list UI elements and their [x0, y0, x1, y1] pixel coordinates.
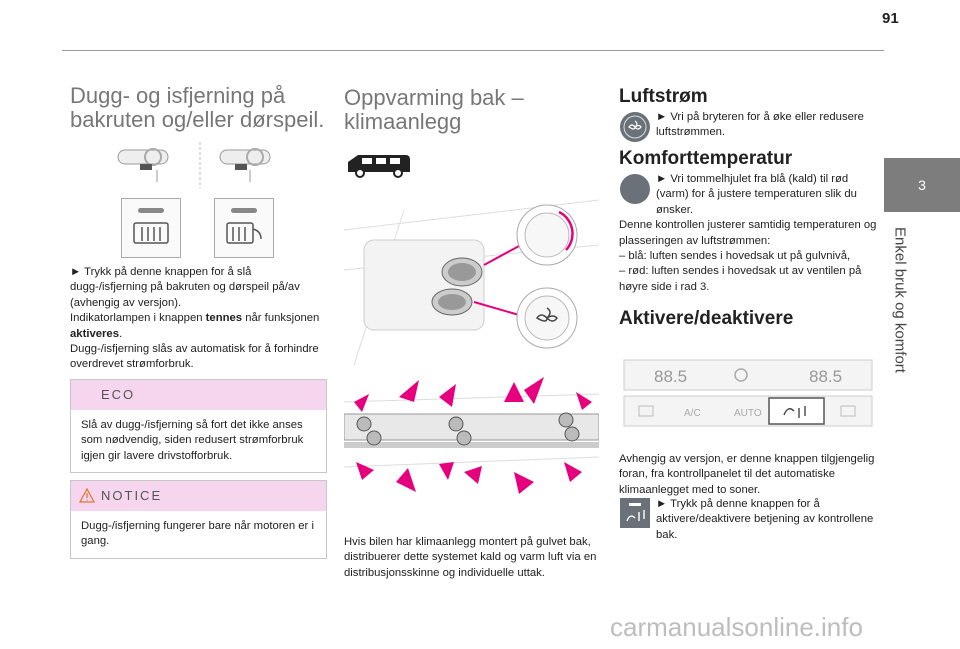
warning-icon	[79, 488, 95, 503]
defrost-indicator-text: Indikatorlampen i knappen tennes når fun…	[70, 312, 320, 340]
activate-text-2: ► Trykk på denne knappen for å aktivere/…	[656, 498, 874, 541]
mirror-defrost-illustration	[117, 142, 271, 188]
defrost-instruction: ► Trykk på denne knappen for å slå dugg-…	[70, 266, 300, 309]
panel-auto-label: AUTO	[734, 408, 762, 419]
notice-box: NOTICE Dugg-/isfjerning fungerer bare nå…	[70, 480, 327, 559]
eco-box-title: ECO	[71, 380, 326, 410]
airflow-title: Luftstrøm	[619, 86, 708, 107]
comfort-instruction: ► Vri tommelhjulet fra blå (kald) til rø…	[656, 173, 857, 216]
temperature-wheel-icon	[620, 174, 650, 204]
section-title-rear-heating: Oppvarming bak – klimaanlegg	[344, 85, 524, 134]
chapter-label: Enkel bruk og komfort	[891, 227, 909, 373]
notice-box-header: NOTICE	[71, 481, 326, 511]
rear-defrost-button-icon	[121, 198, 181, 258]
activate-title: Aktivere/deaktivere	[619, 308, 794, 329]
airflow-knob-icon	[620, 112, 650, 142]
chapter-tab[interactable]: 3	[884, 158, 960, 212]
notice-box-text: Dugg-/isfjerning fungerer bare når motor…	[81, 520, 314, 548]
airflow-text: ► Vri på bryteren for å øke eller reduse…	[656, 111, 864, 139]
notice-box-title: NOTICE	[101, 488, 163, 503]
defrost-auto-off-text: Dugg-/isfjerning slås av automatisk for …	[70, 343, 319, 371]
defrost-body-text: ► Trykk på denne knappen for å slå dugg-…	[70, 265, 320, 373]
activate-text-1: Avhengig av versjon, er denne knappen ti…	[619, 453, 875, 496]
comfort-temperature-title: Komforttemperatur	[619, 148, 793, 169]
climate-panel-illustration: 88.5 88.5 A/C AUTO	[619, 340, 877, 440]
watermark: carmanualsonline.info	[610, 612, 863, 642]
panel-right-display: 88.5	[809, 367, 842, 386]
header-rule	[62, 50, 884, 51]
panel-ac-label: A/C	[684, 408, 701, 419]
comfort-explanation: Denne kontrollen justerer samtidig tempe…	[619, 219, 877, 247]
eco-box-text: Slå av dugg-/isfjerning så fort det ikke…	[81, 419, 304, 462]
section-title-defrost: Dugg- og isfjerning på bakruten og/eller…	[70, 83, 325, 132]
mirror-defrost-button-icon	[214, 198, 274, 258]
air-distribution-illustration	[344, 372, 599, 522]
van-icon	[348, 155, 410, 178]
eco-box: ECO Slå av dugg-/isfjerning så fort det …	[70, 379, 327, 474]
rear-controls-button-icon	[620, 498, 650, 528]
page-number: 91	[882, 10, 899, 27]
rear-control-illustration	[344, 190, 599, 365]
comfort-red-note: – rød: luften sendes i hovedsak ut av ve…	[619, 265, 862, 293]
panel-left-display: 88.5	[654, 367, 687, 386]
comfort-text-block: ► Vri tommelhjulet fra blå (kald) til rø…	[619, 172, 879, 295]
comfort-blue-note: – blå: luften sendes i hovedsak ut på gu…	[619, 250, 851, 263]
rear-heating-caption: Hvis bilen har klimaanlegg montert på gu…	[344, 536, 597, 579]
